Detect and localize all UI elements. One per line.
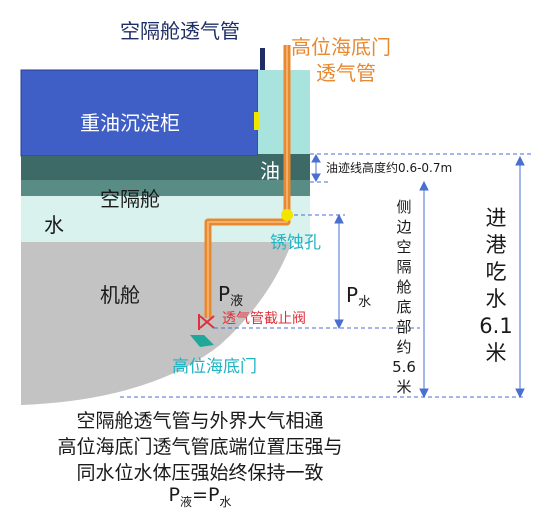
vtext1-char: 部 xyxy=(396,318,411,336)
p-water-label: P水 xyxy=(346,283,371,310)
vtext1-char: 米 xyxy=(396,378,411,396)
engine-room-label: 机舱 xyxy=(100,283,140,307)
caption-line-3: 同水位水体压强始终保持一致 xyxy=(76,462,324,484)
engine-room xyxy=(21,242,292,405)
eq-p1: P xyxy=(168,484,181,506)
vtext1-char: 舱 xyxy=(396,278,411,296)
high-sea-chest-label: 高位海底门 xyxy=(172,357,257,377)
vtext2-char: 米 xyxy=(486,341,507,365)
heavy-oil-tank xyxy=(20,69,259,157)
caption-equation: P液=P水 xyxy=(0,484,400,510)
eq-sub2: 水 xyxy=(219,494,232,509)
corrosion-hole-label: 锈蚀孔 xyxy=(270,233,321,253)
vtext2-char: 进 xyxy=(486,206,507,230)
cofferdam-inner xyxy=(21,180,310,196)
vtext1-char: 5.6 xyxy=(392,358,416,376)
vtext2-char: 吃 xyxy=(486,260,507,284)
cofferdam-label: 空隔舱 xyxy=(100,187,160,211)
cofferdam-vent-pipe xyxy=(260,48,265,70)
sea-chest-vent-label-2: 透气管 xyxy=(316,61,376,85)
caption-line-1: 空隔舱透气管与外界大气相通 xyxy=(76,410,324,432)
side-bottom-dimension xyxy=(419,180,429,399)
water-label: 水 xyxy=(44,213,64,237)
vtext1-char: 空 xyxy=(396,238,411,256)
oil-label: 油 xyxy=(260,159,280,183)
oil-mark-height-label: 油迹线高度约0.6-0.7m xyxy=(326,160,452,175)
eq-sub1: 液 xyxy=(180,494,193,509)
corrosion-hole-dot xyxy=(281,209,293,221)
oil-mark-dimension xyxy=(311,153,321,183)
pipe-highlight xyxy=(207,45,288,318)
vtext1-char: 约 xyxy=(396,338,411,356)
sea-chest-vent-label-1: 高位海底门 xyxy=(291,35,391,59)
vtext2-char: 6.1 xyxy=(479,314,512,338)
draft-dimension xyxy=(515,155,525,399)
p-water-dimension xyxy=(334,213,344,330)
vtext1-char: 边 xyxy=(396,218,411,236)
yellow-marker xyxy=(254,112,259,130)
eq-mid: =P xyxy=(192,484,220,506)
high-sea-chest-shape xyxy=(190,335,214,347)
heavy-oil-tank-label: 重油沉淀柜 xyxy=(80,111,180,135)
p-liquid-label: P液 xyxy=(218,282,243,309)
cofferdam-vent-label: 空隔舱透气管 xyxy=(120,19,240,43)
vent-valve-label: 透气管截止阀 xyxy=(222,311,306,327)
caption-line-2: 高位海底门透气管底端位置压强与 xyxy=(57,436,343,458)
vtext1-char: 底 xyxy=(396,298,411,316)
vtext1-char: 侧 xyxy=(396,198,411,216)
vent-valve-icon xyxy=(198,314,215,330)
vtext2-char: 水 xyxy=(486,287,507,311)
vtext1-char: 隔 xyxy=(396,258,411,276)
vtext2-char: 港 xyxy=(486,233,507,257)
